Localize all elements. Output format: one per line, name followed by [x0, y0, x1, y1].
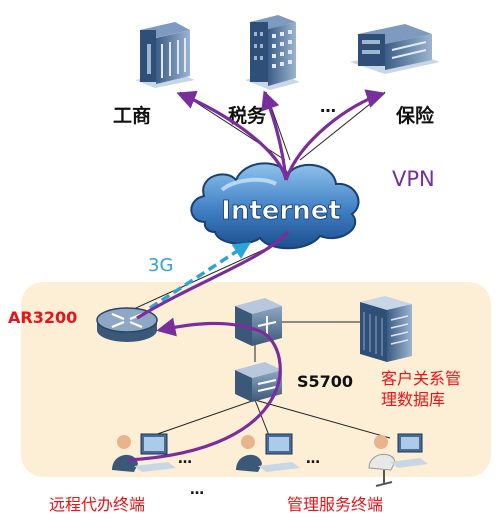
- label-baoxian: 保险: [395, 104, 435, 127]
- label-remote-terminal: 远程代办终端: [49, 495, 145, 514]
- label-agency-ellipsis: …: [320, 97, 336, 116]
- label-3g: 3G: [148, 255, 173, 276]
- access-switch-icon: [235, 362, 282, 402]
- label-internet: Internet: [221, 196, 341, 226]
- core-switch-icon: [235, 298, 282, 346]
- building-shuiwu-icon: [245, 15, 300, 90]
- terminal-management-icon: [368, 433, 428, 487]
- label-terminal-ellipsis-1: …: [178, 451, 192, 467]
- label-database-line1: 客户关系管: [381, 369, 461, 388]
- label-database-line2: 理数据库: [381, 390, 445, 409]
- database-server-icon: [360, 296, 412, 362]
- building-baoxian-icon: [350, 24, 440, 74]
- building-gongshang-icon: [135, 22, 195, 88]
- label-terminal-ellipsis-2: …: [306, 451, 320, 467]
- label-shuiwu: 税务: [228, 104, 267, 127]
- router-icon: [96, 307, 158, 342]
- label-management-terminal: 管理服务终端: [287, 495, 383, 514]
- threeg-link: [149, 242, 251, 310]
- vpn-paths: [127, 89, 386, 462]
- label-gongshang: 工商: [113, 104, 151, 127]
- label-vpn: VPN: [392, 167, 435, 191]
- terminal-remote-2-icon: [236, 433, 300, 472]
- label-terminal-ellipsis-3: …: [190, 482, 204, 498]
- label-switch: S5700: [297, 372, 353, 391]
- label-router: AR3200: [8, 308, 77, 327]
